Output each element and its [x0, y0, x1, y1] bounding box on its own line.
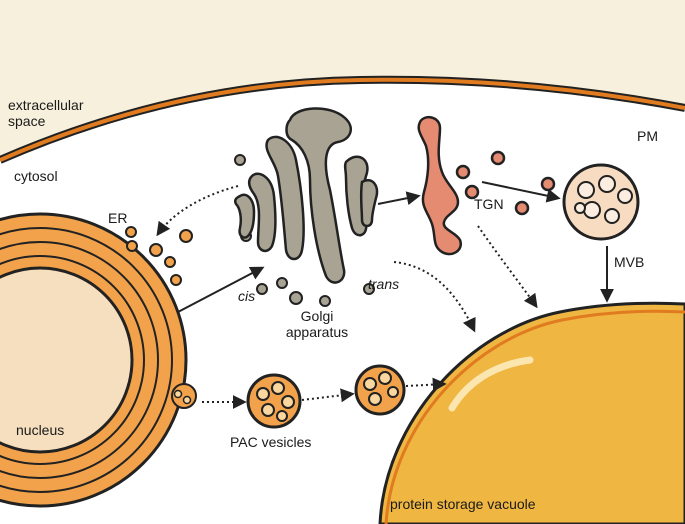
arrow-golgi-to-er-retro	[156, 185, 239, 237]
label-tgn: TGN	[474, 196, 504, 212]
label-cis: cis	[238, 288, 256, 304]
arrow-trans-to-vacuole	[393, 261, 476, 333]
arrow-pac-to-pac	[301, 388, 355, 403]
arrows	[156, 181, 614, 409]
nucleus	[0, 266, 134, 454]
arrow-pac-to-vacuole	[405, 377, 447, 392]
pac-vesicle-1	[246, 373, 302, 429]
golgi-apparatus	[233, 107, 379, 284]
free-vesicles	[125, 154, 375, 307]
trans-golgi-network	[417, 115, 556, 256]
plasma-membrane-inner	[0, 77, 685, 162]
label-golgi-apparatus: Golgi apparatus	[285, 308, 349, 340]
pac-vesicle-2	[354, 364, 406, 416]
arrow-er-to-golgi	[177, 266, 265, 313]
label-pm: PM	[637, 128, 658, 144]
label-protein-storage-vacuole: protein storage vacuole	[390, 496, 536, 512]
label-extracellular-space: extracellular space	[8, 97, 84, 129]
label-mvb: MVB	[614, 254, 645, 270]
label-er: ER	[108, 210, 128, 226]
protein-storage-vacuole	[378, 301, 685, 524]
nucleus-er-complex	[0, 212, 197, 508]
multivesicular-body	[562, 163, 640, 241]
arrow-golgi-to-tgn	[377, 191, 421, 206]
label-trans: trans	[368, 276, 400, 292]
label-cytosol: cytosol	[14, 168, 58, 184]
label-nucleus: nucleus	[16, 422, 65, 438]
label-pac-vesicles: PAC vesicles	[230, 434, 312, 450]
arrow-tgn-to-mvb	[481, 181, 561, 203]
arrow-tgn-to-vacuole	[477, 225, 538, 309]
